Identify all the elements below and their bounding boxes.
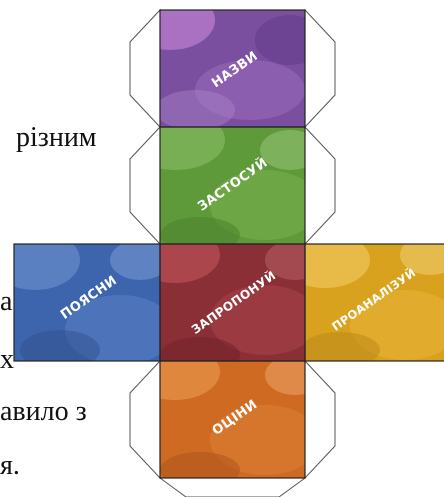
cube-face-top [160,10,305,127]
background-text-fragment: я. [0,450,20,481]
cube-face-right [305,244,444,361]
background-text-fragment: х [0,344,14,375]
glue-tabs [129,8,336,497]
cube-face-bottom [160,361,305,478]
glue-tab-bottom-left [129,359,161,480]
background-text-word: різним [16,122,97,153]
face-borders [13,9,444,479]
background-text-fragment: авило з [0,396,87,427]
cube-face-center [160,244,305,361]
glue-tab-bottom-base [158,477,307,497]
glue-tab-upper-right [304,125,336,246]
glue-tab-bottom-right [304,359,336,480]
glue-tab-upper-left [129,125,161,246]
cube-face-left [14,244,160,361]
background-text-fragment: а [0,286,13,317]
cube-face-upper [160,127,305,244]
glue-tab-top-right [304,8,336,129]
glue-tab-top-left [129,8,161,129]
